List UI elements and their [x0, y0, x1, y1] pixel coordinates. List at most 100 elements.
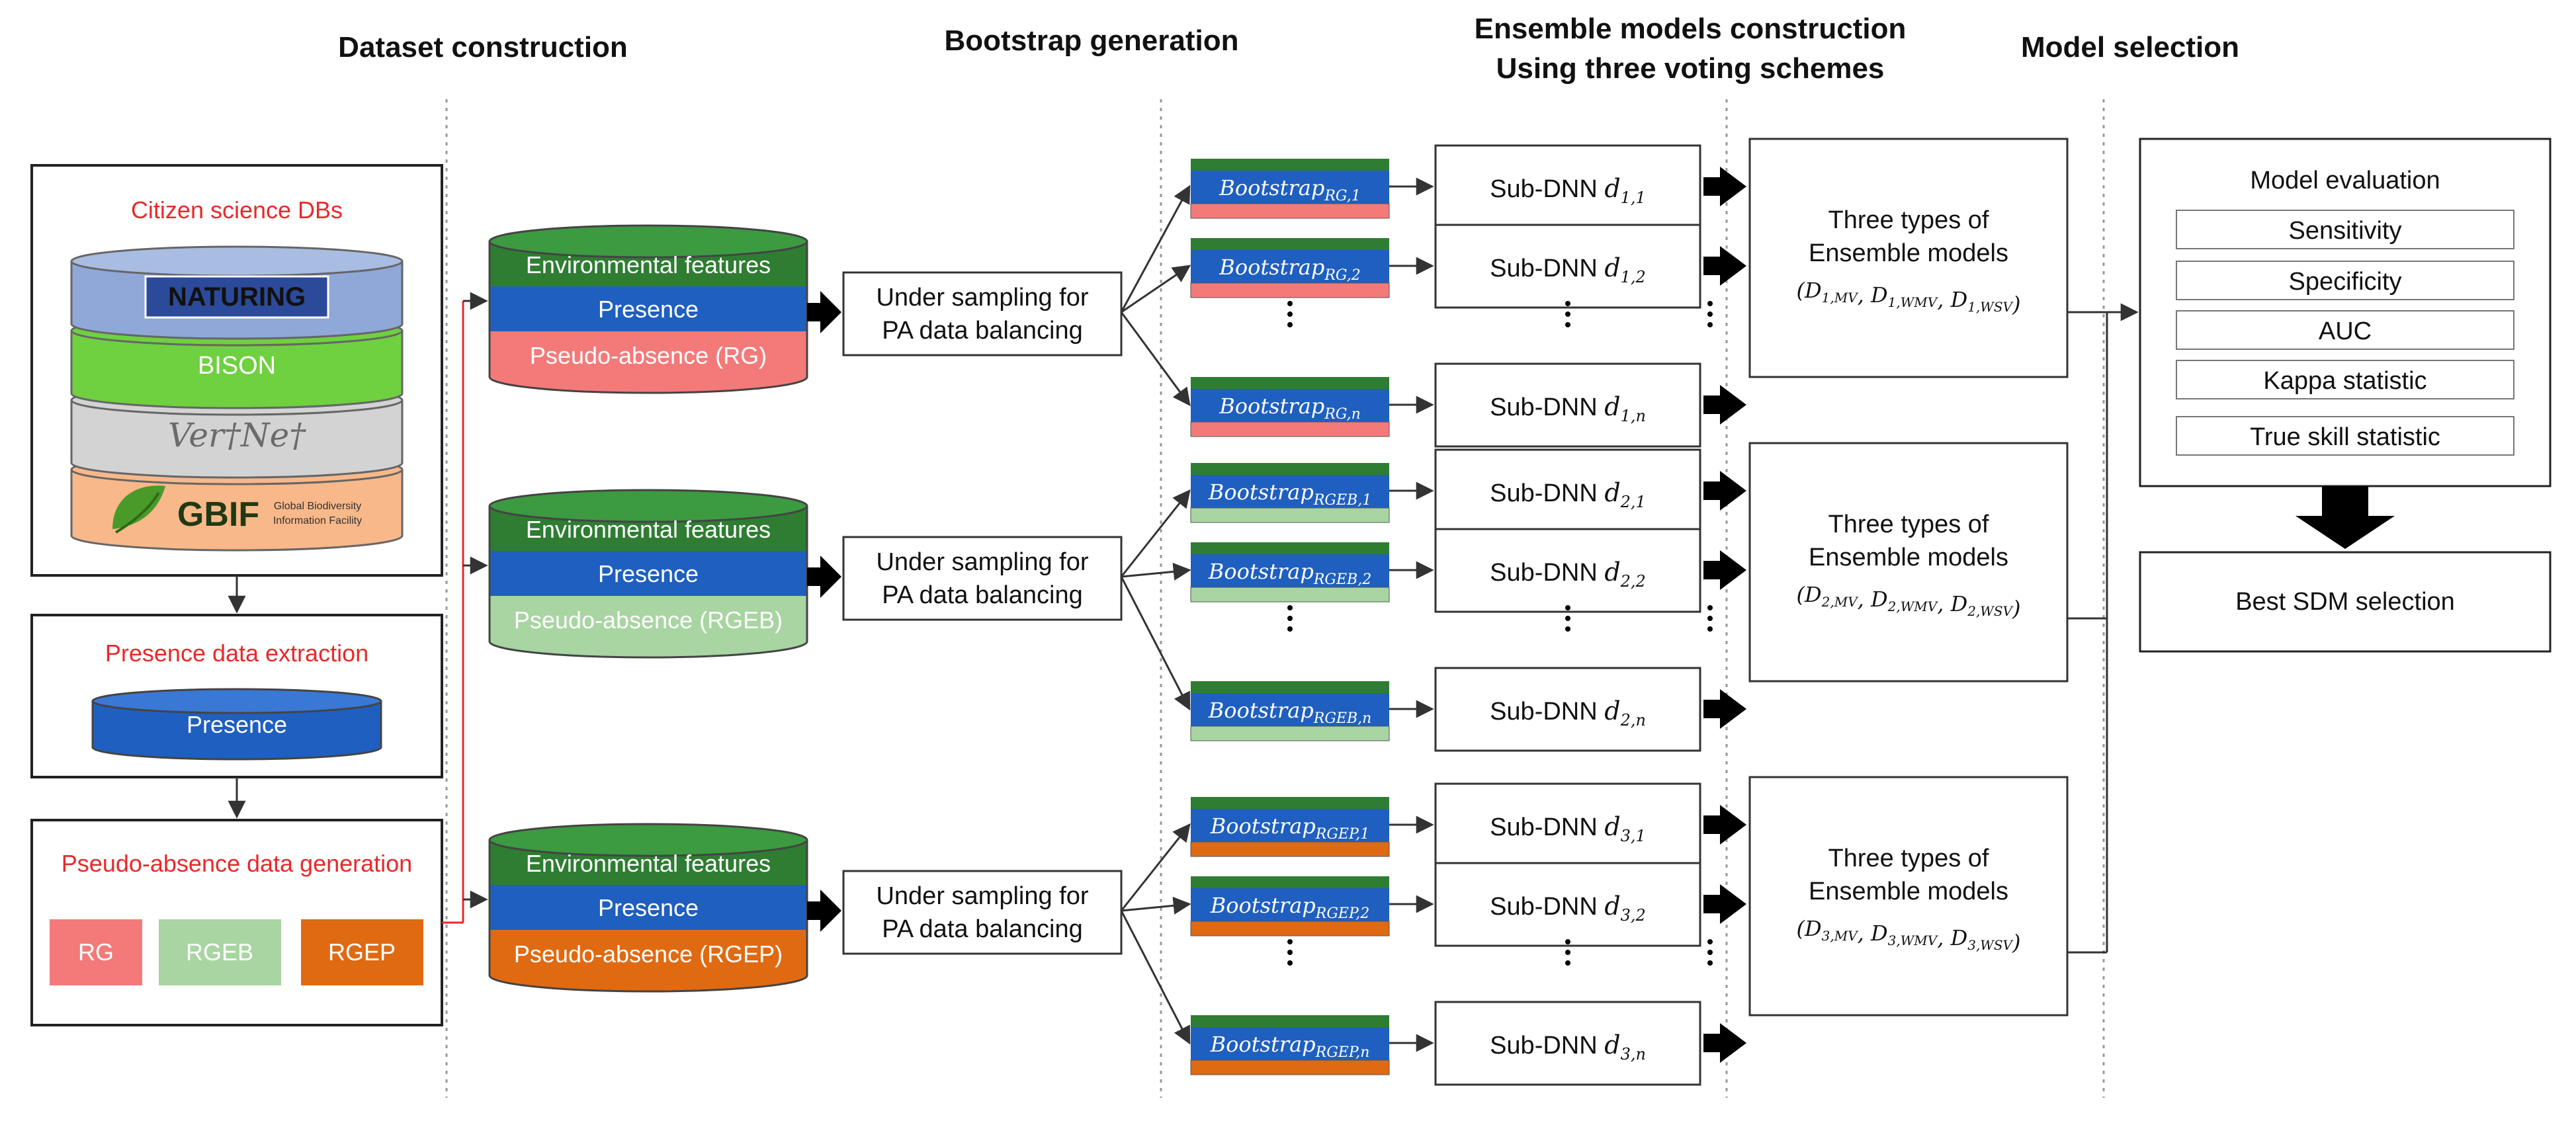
sub-dnn-label: Sub-DNN d3,1 [1490, 812, 1646, 845]
thick-arrow-dnn-to-ensemble [1703, 689, 1746, 729]
ensemble-line1: Three types of [1828, 206, 1989, 234]
bootstrap-label: BootstrapRGEB,n [1208, 698, 1372, 727]
thick-arrow-dnn-to-ensemble [1703, 1023, 1746, 1063]
undersampling-box-3: Under sampling for PA data balancing [842, 870, 1123, 955]
bootstrap-sample: BootstrapRGEB,1 [1190, 463, 1390, 523]
ellipsis-dots [1565, 939, 1570, 966]
sub-dnn-box: Sub-DNN d2,1 [1434, 448, 1701, 534]
ensemble-line2: Ensemble models [1809, 239, 2008, 267]
ds-rg-presence: Presence [598, 296, 699, 323]
ellipsis-dots [1565, 605, 1570, 632]
rgeb-label: RGEB [186, 938, 253, 966]
ellipsis-dots [1287, 605, 1293, 632]
arrow-us-to-bootstrap [1120, 185, 1191, 313]
svg-text:PA data balancing: PA data balancing [882, 915, 1083, 943]
ds-rgeb-absence: Pseudo-absence (RGEB) [514, 606, 783, 634]
gbif-sub1: Global Biodiversity [274, 501, 362, 512]
thick-arrow-dnn-to-ensemble [1703, 884, 1746, 924]
arrow-us-to-bootstrap [1121, 562, 1191, 581]
ensemble-to-evaluation-connector [2067, 303, 2139, 954]
bootstrap-sample: BootstrapRGEB,2 [1190, 542, 1390, 603]
bootstrap-sample: BootstrapRGEP,2 [1190, 876, 1390, 936]
group-2: BootstrapRGEB,1 Sub-DNN d2,1BootstrapRGEB… [1120, 442, 2069, 752]
sub-dnn-box: Sub-DNN d1,1 [1434, 144, 1701, 229]
sub-dnn-label: Sub-DNN d1,n [1490, 392, 1646, 425]
ellipsis-dots [1287, 301, 1293, 327]
rgep-label: RGEP [328, 938, 396, 966]
bootstrap-sample: BootstrapRG,2 [1190, 238, 1390, 298]
svg-text:Kappa statistic: Kappa statistic [2263, 367, 2426, 395]
arrow-us-to-bootstrap [1120, 312, 1191, 407]
arrow-us-to-bootstrap [1120, 576, 1191, 711]
sub-dnn-box: Sub-DNN d2,n [1434, 667, 1701, 752]
svg-text:Under sampling for: Under sampling for [876, 548, 1088, 576]
arrow-us-to-bootstrap [1121, 265, 1191, 313]
sub-dnn-box: Sub-DNN d3,2 [1434, 862, 1701, 947]
sub-dnn-label: Sub-DNN d2,n [1490, 696, 1646, 729]
ds-rgep-presence: Presence [598, 894, 699, 921]
metric-item: Kappa statistic [2176, 360, 2514, 399]
sub-dnn-label: Sub-DNN d2,1 [1490, 478, 1646, 511]
presence-cylinder-label: Presence [187, 711, 287, 738]
ensemble-line1: Three types of [1828, 511, 1989, 538]
thick-arrow-dnn-to-ensemble [1703, 167, 1746, 206]
ensemble-line2: Ensemble models [1809, 544, 2008, 571]
sub-dnn-box: Sub-DNN d1,n [1434, 362, 1701, 448]
thick-arrow-dnn-to-ensemble [1703, 246, 1746, 286]
arrow-us-to-bootstrap [1120, 823, 1191, 911]
sub-dnn-label: Sub-DNN d2,2 [1490, 558, 1646, 591]
svg-text:Under sampling for: Under sampling for [876, 882, 1088, 910]
rg-swatch [50, 919, 142, 985]
sub-dnn-label: Sub-DNN d3,n [1490, 1030, 1646, 1063]
pseudo-generation-title: Pseudo-absence data generation [62, 850, 412, 877]
ellipsis-dots [1707, 605, 1713, 632]
best-sdm-box [2139, 551, 2552, 653]
header-dataset-construction: Dataset construction [338, 31, 628, 63]
pseudo-to-datasets-connector [442, 292, 488, 924]
group-3: BootstrapRGEP,1 Sub-DNN d3,1BootstrapRGEP… [1120, 776, 2069, 1086]
citizen-science-title: Citizen science DBs [131, 196, 343, 224]
header-ensemble-line1: Ensemble models construction [1475, 13, 1907, 45]
dataset-cylinder-rgeb [488, 489, 808, 659]
svg-text:Under sampling for: Under sampling for [876, 284, 1088, 312]
header-bootstrap-generation: Bootstrap generation [945, 24, 1239, 57]
vertnet-logo-text: Ver†Ne† [168, 416, 306, 454]
header-model-selection: Model selection [2021, 31, 2239, 63]
arrow-us-to-bootstrap [1120, 910, 1191, 1045]
dataset-cylinder-rg [488, 224, 808, 394]
rgep-swatch [301, 919, 423, 985]
metric-item: Specificity [2176, 261, 2514, 300]
svg-text:PA data balancing: PA data balancing [882, 581, 1083, 609]
undersampling-box-1: Under sampling for PA data balancing [842, 271, 1123, 356]
ensemble-line1: Three types of [1828, 845, 1989, 872]
presence-extraction-title: Presence data extraction [105, 640, 368, 667]
model-evaluation-title: Model evaluation [2250, 167, 2440, 194]
undersampling-box-2: Under sampling for PA data balancing [842, 536, 1123, 621]
svg-text:AUC: AUC [2319, 317, 2372, 345]
ellipsis-dots [1707, 301, 1713, 327]
sub-dnn-label: Sub-DNN d1,2 [1490, 253, 1646, 286]
bootstrap-sample: BootstrapRGEP,1 [1190, 797, 1390, 857]
metric-item: Sensitivity [2176, 210, 2514, 249]
svg-text:Specificity: Specificity [2288, 268, 2401, 296]
thick-arrow-down [2296, 486, 2395, 549]
svg-text:Sensitivity: Sensitivity [2288, 217, 2401, 245]
bootstrap-sample: BootstrapRG,1 [1190, 159, 1390, 219]
svg-text:PA data balancing: PA data balancing [882, 317, 1083, 345]
metric-item: True skill statistic [2176, 416, 2514, 456]
thick-arrow-dnn-to-ensemble [1703, 471, 1746, 511]
bootstrap-sample: BootstrapRG,n [1190, 377, 1390, 437]
ellipsis-dots [1287, 939, 1293, 966]
gbif-leaf-icon [112, 485, 165, 534]
sub-dnn-label: Sub-DNN d1,1 [1490, 174, 1646, 207]
thick-arrows-dataset [807, 291, 841, 932]
ellipsis-dots [1565, 301, 1570, 327]
ensemble-line2: Ensemble models [1809, 878, 2008, 905]
bootstrap-label: BootstrapRGEB,1 [1208, 479, 1371, 509]
ds-rgeb-presence: Presence [598, 560, 699, 587]
